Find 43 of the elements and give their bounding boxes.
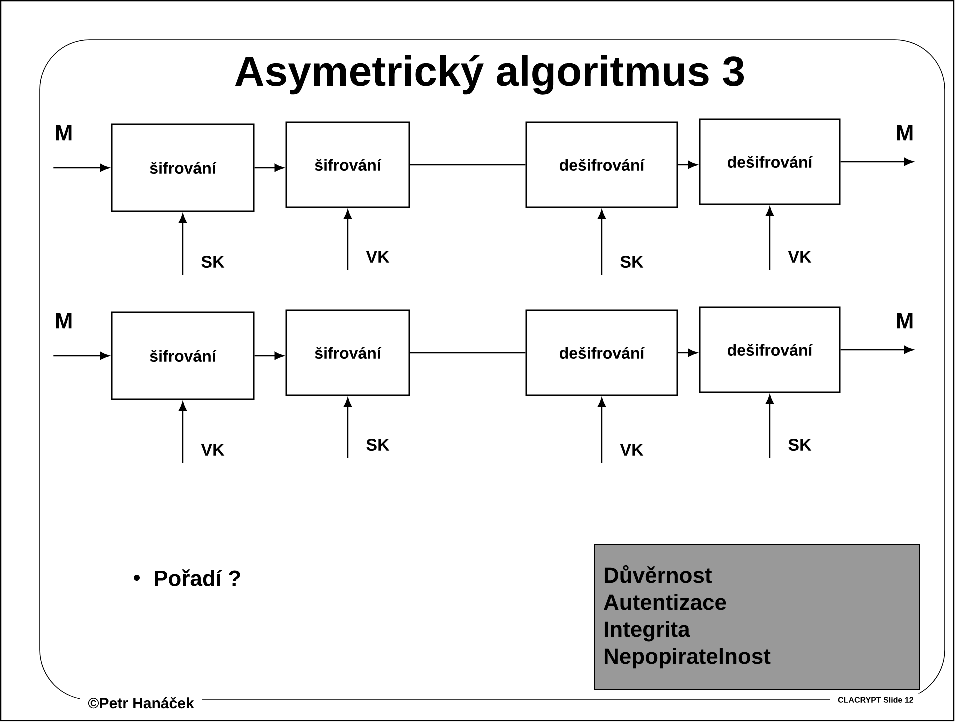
process-box: šifrování: [111, 312, 255, 400]
key-label: SK: [620, 256, 644, 268]
arrow: [344, 398, 352, 458]
arrow: [840, 346, 914, 354]
arrow: [179, 214, 188, 276]
arrow: [54, 352, 110, 360]
connector-line: [410, 352, 526, 354]
arrow: [254, 352, 284, 360]
title: Asymetrický algoritmus 3: [235, 55, 744, 95]
arrow: [766, 206, 774, 270]
process-box: dešifrování: [699, 118, 841, 206]
arrow: [766, 394, 774, 458]
message-label: M: [56, 125, 72, 141]
message-label: M: [56, 313, 72, 329]
key-label: VK: [620, 444, 644, 456]
arrow: [344, 210, 352, 270]
arrow: [254, 164, 284, 172]
properties-box: Důvěrnost Autentizace Integrita Nepopiratelnost: [594, 544, 920, 690]
key-label: SK: [202, 256, 225, 268]
process-box: dešifrování: [699, 306, 841, 394]
arrow: [54, 164, 110, 172]
arrow: [179, 402, 188, 464]
key-label: VK: [366, 251, 390, 263]
key-label: SK: [366, 438, 390, 452]
process-box: šifrování: [111, 124, 255, 212]
key-label: SK: [788, 438, 812, 452]
arrow: [840, 158, 914, 166]
process-box: dešifrování: [526, 310, 678, 396]
key-label: VK: [788, 251, 812, 263]
message-label: M: [897, 313, 913, 329]
bullet-text: Pořadí ?: [155, 570, 240, 586]
process-box: šifrování: [286, 122, 410, 208]
key-label: VK: [201, 444, 225, 456]
process-box: dešifrování: [526, 122, 678, 208]
connector-line: [410, 164, 526, 166]
arrow: [598, 210, 606, 276]
arrow: [678, 348, 698, 357]
arrow: [678, 161, 698, 169]
arrow: [598, 398, 606, 464]
slide-number: CLACRYPT Slide 12: [830, 694, 922, 706]
author-credit: ©Petr Hanáček: [80, 694, 202, 712]
process-box: šifrování: [286, 310, 410, 396]
message-label: M: [897, 125, 913, 141]
